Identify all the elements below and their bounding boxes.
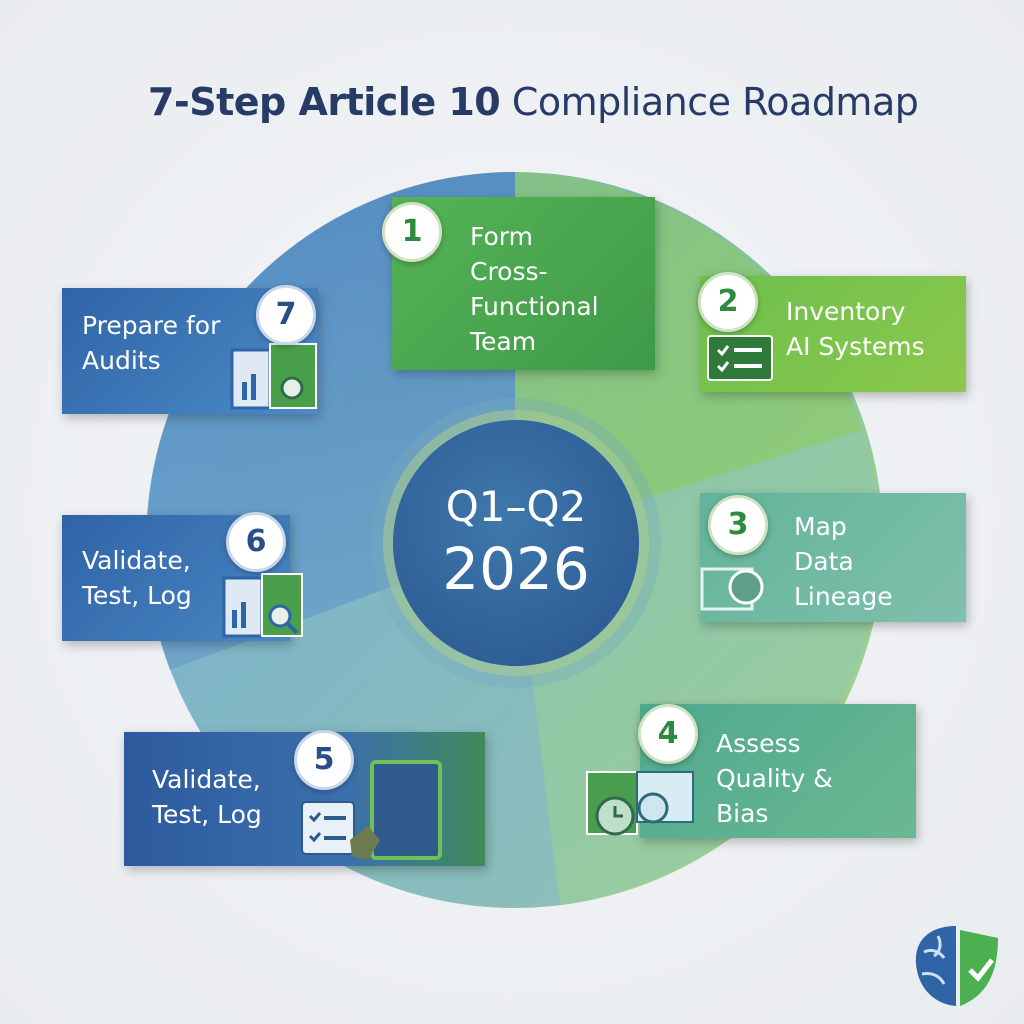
data-lineage-icon [700, 567, 764, 611]
step-4-number: 4 [638, 704, 698, 764]
step-label-line: Prepare for [82, 311, 221, 340]
step-label-line: Inventory [786, 297, 906, 326]
step-label-line: Lineage [794, 582, 893, 611]
step-7-number: 7 [256, 285, 316, 345]
step-label-line: Functional [470, 292, 599, 321]
step-label-line: Test, Log [152, 800, 262, 829]
step-label-line: Audits [82, 346, 161, 375]
center-period: Q1–Q2 [445, 482, 587, 531]
step-label-line: Bias [716, 799, 769, 828]
step-5-number: 5 [294, 730, 354, 790]
step-label-line: Test, Log [82, 581, 192, 610]
step-label-line: Team [470, 327, 537, 356]
validation-chart-icon [222, 573, 303, 638]
step-3-number: 3 [708, 495, 768, 555]
brain-shield-logo-icon [915, 926, 998, 1006]
step-label-line: Quality & [716, 764, 833, 793]
step-6-number: 6 [226, 512, 286, 572]
step-2-number: 2 [698, 272, 758, 332]
step-label-line: Map [794, 512, 847, 541]
checklist-icon [707, 335, 773, 381]
clock-calendar-icon [586, 771, 694, 836]
step-label-line: Validate, [152, 765, 261, 794]
step-label-line: Assess [716, 729, 801, 758]
step-label-line: Validate, [82, 546, 191, 575]
step-label-line: Data [794, 547, 854, 576]
step-label-line: Form [470, 222, 533, 251]
checklist-folder-icon [301, 760, 442, 860]
center-year: 2026 [442, 535, 590, 603]
audit-shield-icon [230, 343, 317, 410]
page-title: 7-Step Article 10 Compliance Roadmap [148, 80, 919, 124]
center-timeframe: Q1–Q2 2026 [393, 420, 639, 666]
step-1-number: 1 [382, 202, 442, 262]
step-label-line: AI Systems [786, 332, 925, 361]
step-label-line: Cross- [470, 257, 548, 286]
